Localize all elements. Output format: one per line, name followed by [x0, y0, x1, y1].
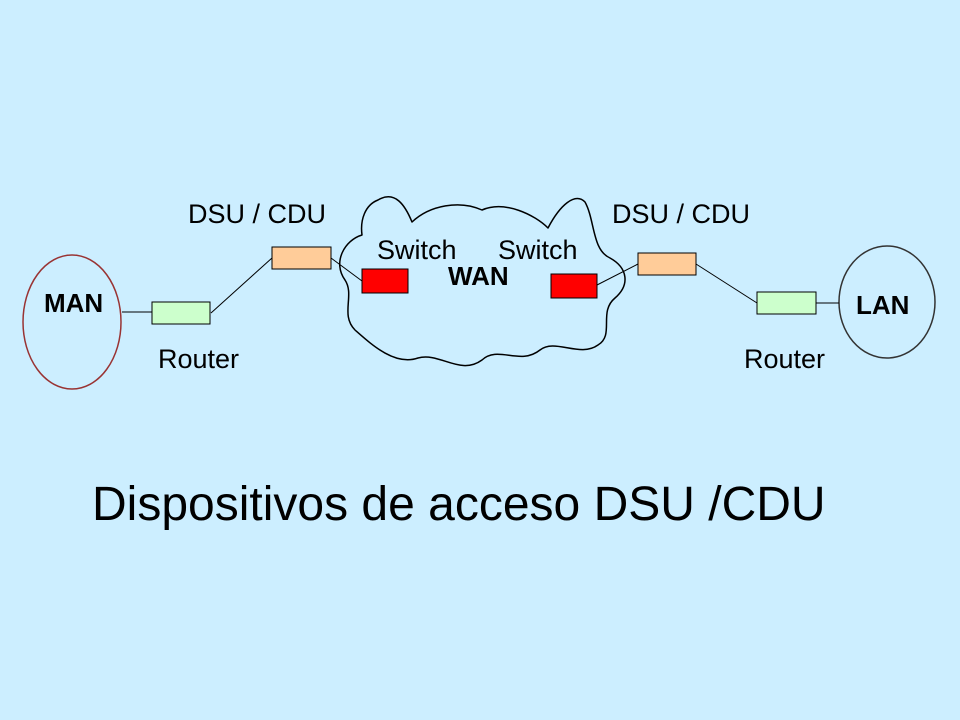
switch-right-box: [550, 273, 598, 299]
switch-left-box: [361, 268, 409, 294]
wan-label: WAN: [448, 261, 509, 291]
dsu-left-box: [271, 246, 332, 270]
link-router-dsu-left: [210, 257, 273, 314]
wan-cloud: [339, 196, 626, 367]
dsu-right-box: [637, 252, 697, 276]
link-dsu-switch-left: [330, 257, 363, 282]
link-switch-dsu-right: [596, 263, 639, 286]
switch-left-label: Switch: [377, 235, 457, 265]
router-left-label: Router: [158, 344, 239, 374]
router-right-label: Router: [744, 344, 825, 374]
lan-ellipse: [838, 245, 936, 359]
man-ellipse: [22, 254, 122, 390]
slide-title: Dispositivos de acceso DSU /CDU: [92, 478, 826, 531]
router-left-box: [151, 301, 211, 325]
switch-right-label: Switch: [498, 235, 578, 265]
lan-label: LAN: [856, 290, 909, 320]
link-dsu-router-right: [695, 263, 758, 304]
man-label: MAN: [44, 288, 103, 318]
dsu-left-label: DSU / CDU: [188, 199, 326, 229]
dsu-right-label: DSU / CDU: [612, 199, 750, 229]
router-right-box: [756, 291, 817, 315]
